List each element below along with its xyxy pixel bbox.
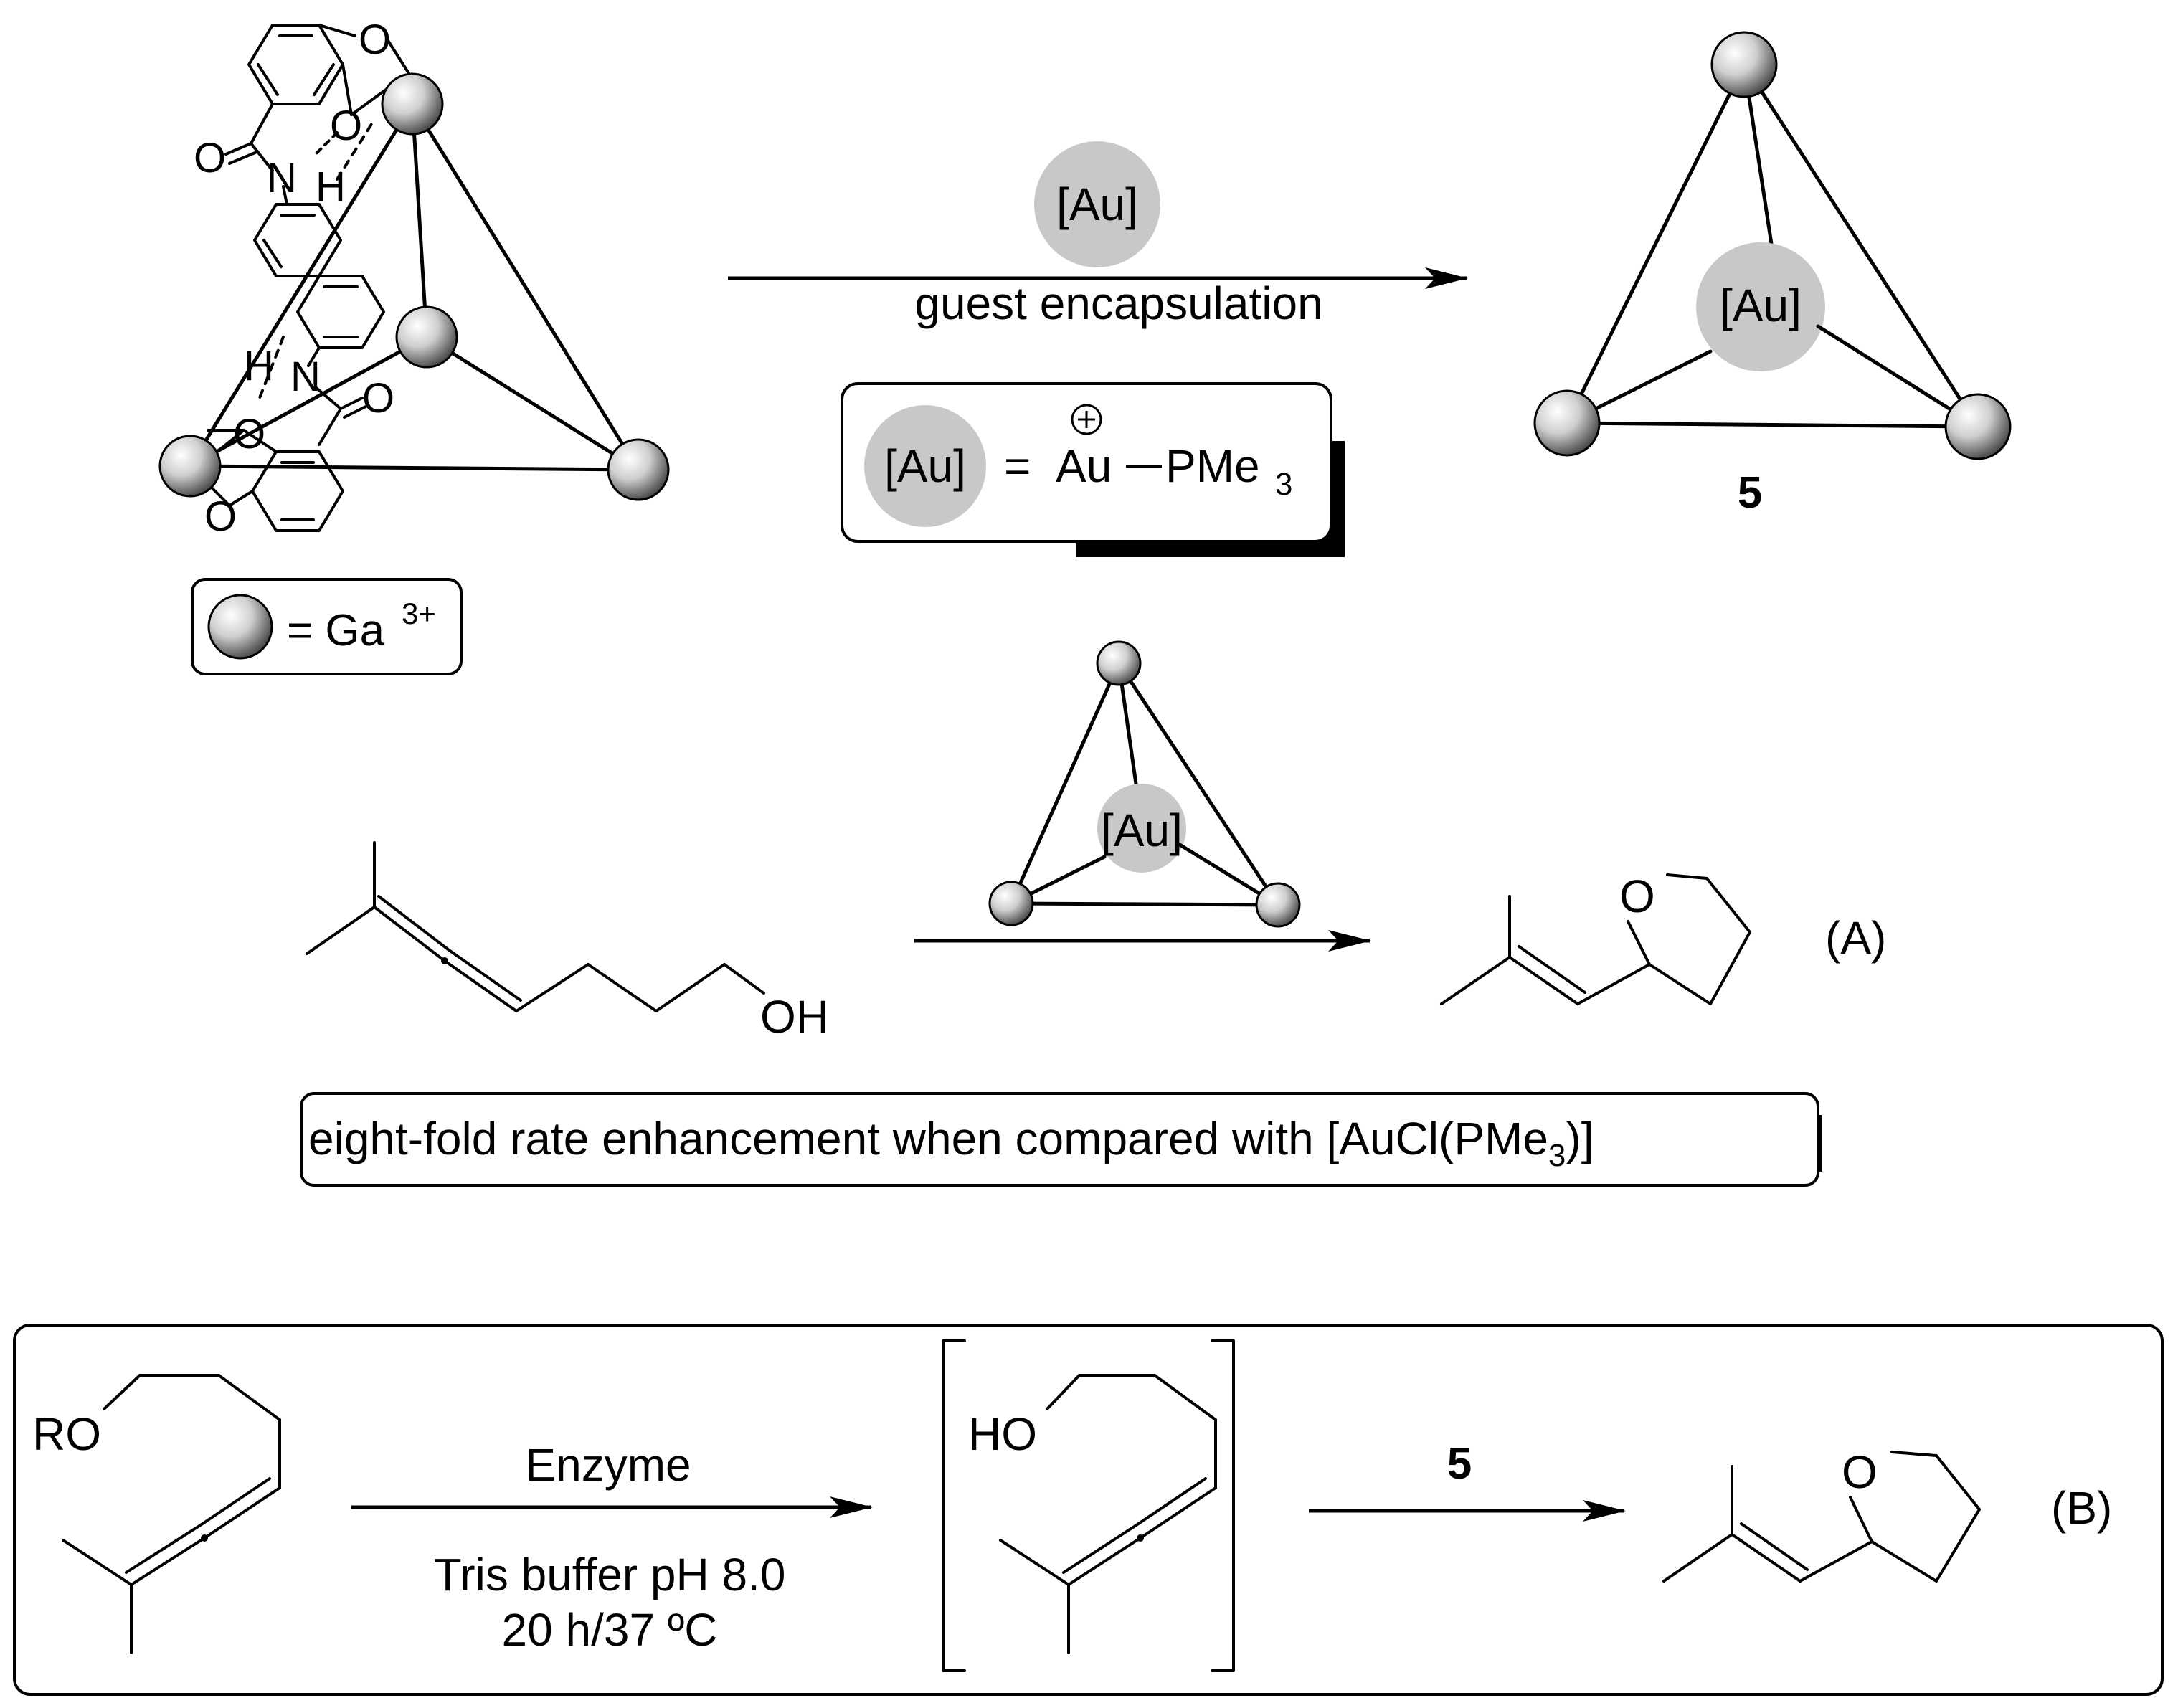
au-definition-equals: = (1004, 440, 1031, 492)
enzyme-label: Enzyme (525, 1439, 691, 1491)
catalyst-cage-small: [Au] (988, 640, 1301, 928)
encapsulation-step: [Au] guest encapsulation (728, 141, 1468, 329)
au-guest-circle (1034, 141, 1160, 267)
ligand-structure (189, 24, 414, 532)
ga-sphere (1096, 640, 1142, 686)
ga-sphere (607, 438, 670, 501)
arrow-label-guest-encapsulation: guest encapsulation (914, 277, 1322, 329)
reactant-oh: OH (760, 991, 829, 1043)
au-definition-lhs: [Au] (884, 440, 966, 492)
au-encapsulated-circle (1696, 242, 1825, 371)
product-thf-a (1440, 873, 1751, 1005)
ga-sphere (381, 72, 444, 136)
ga-sphere (988, 881, 1034, 926)
au-encapsulated-label: [Au] (1720, 280, 1802, 331)
condition-time-temp: 20 h/37 ºC (502, 1604, 718, 1656)
reactant-allenol (306, 841, 765, 1012)
product-a-oxygen: O (1619, 870, 1655, 922)
au-label-small: [Au] (1101, 805, 1183, 856)
product-thf-b (1662, 1451, 1981, 1583)
ligand-atom-h: H (244, 343, 274, 389)
step2-catalyst-number: 5 (1447, 1439, 1472, 1489)
positive-charge-icon (1071, 404, 1102, 435)
ga-sphere (1255, 882, 1301, 928)
ga-legend-label: = Ga (287, 606, 385, 655)
au-guest-label: [Au] (1056, 179, 1138, 230)
ligand-atom-h: H (316, 163, 346, 210)
condition-buffer: Tris buffer pH 8.0 (434, 1549, 786, 1600)
reaction-b-panel: RO Enzyme Tris buffer pH 8.0 20 h/37 ºC … (13, 1324, 2164, 1696)
au-definition-box: [Au] = Au PMe 3 (841, 382, 1345, 557)
ga-sphere (1710, 31, 1778, 98)
ga-sphere (158, 435, 222, 498)
ligand-atom-o: O (362, 375, 394, 422)
ligand-atom-o: O (330, 103, 362, 149)
host-cage: O O O N H H N O O O (158, 16, 670, 540)
ga-sphere (1944, 393, 2012, 460)
reaction-b-tag: (B) (2051, 1482, 2112, 1534)
ga-sphere-icon (207, 594, 273, 660)
rate-note-box: eight-fold rate enhancement when compare… (300, 1092, 1822, 1187)
reactant-ro: RO (32, 1408, 101, 1460)
au-definition-ligand: PMe (1165, 440, 1260, 492)
reaction-a: OH [Au] O (300, 640, 1886, 1187)
rate-note-text: eight-fold rate enhancement when compare… (308, 1113, 1594, 1173)
au-definition-ligand-sub: 3 (1275, 467, 1292, 502)
au-definition-metal: Au (1056, 440, 1112, 492)
ligand-atom-n: N (290, 354, 321, 400)
intermediate-ho: HO (968, 1408, 1037, 1460)
reaction-a-tag: (A) (1825, 912, 1886, 964)
au-definition-circle (864, 405, 986, 527)
ligand-atom-o: O (233, 411, 265, 457)
ga-sphere (395, 305, 458, 369)
ga-sphere (1533, 389, 1601, 457)
ligand-atom-o: O (194, 135, 226, 181)
ligand-atom-o: O (359, 16, 391, 63)
au-guest-circle-small (1097, 784, 1186, 873)
ligand-atom-n: N (267, 155, 297, 201)
ga-legend-charge: 3+ (402, 597, 436, 630)
ligand-atom-o: O (204, 493, 237, 540)
compound-5: [Au] 5 (1533, 31, 2012, 518)
compound-number-5: 5 (1738, 468, 1762, 518)
intermediate-bracketed (942, 1339, 1235, 1672)
reactant-ester-allene (62, 1374, 281, 1654)
product-b-oxygen: O (1842, 1446, 1878, 1498)
ga-legend: = Ga 3+ (191, 578, 463, 675)
